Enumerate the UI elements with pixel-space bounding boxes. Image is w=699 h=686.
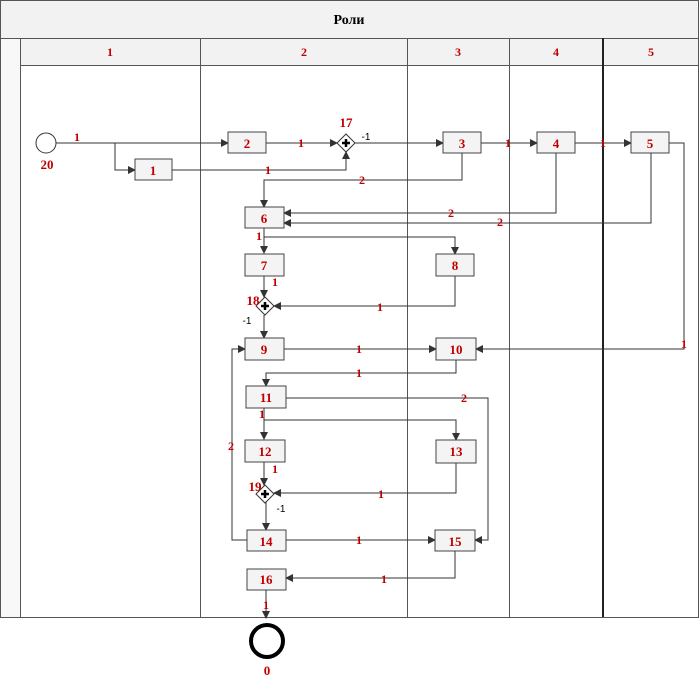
edges: [56, 139, 685, 619]
edge-b6-b8: [264, 236, 459, 255]
end-node[interactable]: [249, 623, 285, 659]
task-9-label: 9: [261, 342, 268, 357]
task-7-label: 7: [261, 258, 268, 273]
edge-label: 1: [356, 366, 362, 380]
plus-icon: [261, 302, 269, 310]
edge-b10-b11: [262, 360, 457, 387]
lane-header-bar: [20, 38, 699, 66]
task-10[interactable]: 10: [435, 337, 477, 361]
swimlane-frame: Роли 1 2 3 4 5: [0, 0, 699, 618]
edge-label: 1: [265, 163, 271, 177]
edge-b8-g18: [273, 276, 456, 310]
task-3[interactable]: 3: [442, 131, 482, 154]
task-8[interactable]: 8: [435, 253, 475, 277]
gateway-19-label: 19: [249, 479, 263, 494]
task-11[interactable]: 11: [245, 385, 287, 409]
nodes: 20 0 1 2 3 4 5 6 7 8 9 10 11 12 13 14 15…: [35, 115, 670, 678]
title-bar: [0, 0, 699, 39]
task-2-label: 2: [244, 136, 251, 151]
edge-labels: 1 1 1 1 1 2 2 2 1 1 1 1 1 1 2 1 1 1 2 1 …: [74, 130, 687, 612]
lane-header-5: 5: [648, 45, 654, 59]
edge-label: 2: [497, 215, 503, 229]
edge-b5-b6: [283, 153, 652, 227]
edge-label: 1: [298, 136, 304, 150]
edge-label: 1: [263, 598, 269, 612]
edge-b11-b13: [264, 419, 460, 441]
lane-header-2: 2: [301, 45, 307, 59]
task-4-label: 4: [553, 136, 560, 151]
lane-header-3: 3: [455, 45, 461, 59]
gateway-18-label: 18: [247, 293, 261, 308]
edge-label: 1: [505, 136, 511, 150]
task-12-label: 12: [259, 444, 272, 459]
task-15[interactable]: 15: [434, 529, 476, 552]
edge-label: 1: [377, 300, 383, 314]
gateway-17-label: 17: [340, 115, 354, 130]
end-node-label: 0: [264, 663, 271, 678]
plus-icon: [342, 139, 350, 147]
lane-header-1: 1: [107, 45, 113, 59]
edge-b1-g17: [172, 151, 350, 171]
gateway-17-count: -1: [362, 132, 371, 143]
edge-b4-b6: [283, 153, 557, 217]
task-5-label: 5: [647, 136, 654, 151]
task-5[interactable]: 5: [630, 131, 670, 154]
task-1[interactable]: 1: [134, 158, 173, 181]
edge-label: 1: [381, 572, 387, 586]
task-8-label: 8: [452, 258, 459, 273]
edge-label: 1: [74, 130, 80, 144]
edge-label: 2: [461, 391, 467, 405]
task-13[interactable]: 13: [435, 439, 477, 464]
gateway-18[interactable]: [255, 296, 275, 316]
edge-b13-g19: [273, 463, 457, 497]
start-node[interactable]: [35, 132, 57, 154]
gateway-17[interactable]: [336, 133, 356, 153]
lane-header-4: 4: [553, 45, 559, 59]
task-11-label: 11: [260, 390, 272, 405]
edge-label: 2: [228, 439, 234, 453]
edge-start-b1: [114, 143, 136, 174]
edge-b5-b10: [475, 142, 685, 353]
task-9[interactable]: 9: [244, 337, 285, 361]
task-4[interactable]: 4: [536, 131, 576, 154]
edge-b11-b15: [286, 397, 489, 544]
edge-b15-b16: [285, 551, 456, 582]
edge-label: 1: [378, 487, 384, 501]
edge-label: 1: [259, 407, 265, 421]
start-node-label: 20: [41, 157, 54, 172]
gateway-19[interactable]: [255, 484, 275, 504]
edge-label: 1: [272, 275, 278, 289]
gateway-19-count: -1: [277, 504, 286, 515]
task-12[interactable]: 12: [244, 439, 286, 463]
edge-label: 1: [681, 337, 687, 351]
task-13-label: 13: [450, 444, 464, 459]
edge-b14-b9: [231, 345, 247, 541]
edge-label: 2: [359, 173, 365, 187]
task-1-label: 1: [150, 163, 157, 178]
task-10-label: 10: [450, 342, 463, 357]
task-15-label: 15: [449, 534, 463, 549]
edge-b3-b6: [260, 153, 463, 208]
plus-icon: [261, 490, 269, 498]
task-14[interactable]: 14: [246, 529, 287, 552]
edge-label: 1: [600, 136, 606, 150]
diagram-title: Роли: [334, 13, 365, 28]
task-7[interactable]: 7: [244, 253, 285, 277]
edge-label: 1: [256, 229, 262, 243]
gateway-18-count: -1: [243, 316, 252, 327]
task-16[interactable]: 16: [246, 568, 287, 591]
edge-label: 1: [356, 533, 362, 547]
edge-label: 1: [356, 342, 362, 356]
task-14-label: 14: [260, 534, 274, 549]
lane-side-bar: [0, 38, 21, 618]
task-16-label: 16: [260, 572, 274, 587]
task-6-label: 6: [261, 211, 268, 226]
task-6[interactable]: 6: [244, 206, 285, 229]
edge-label: 2: [448, 206, 454, 220]
task-2[interactable]: 2: [227, 131, 267, 154]
edge-label: 1: [272, 462, 278, 476]
task-3-label: 3: [459, 136, 466, 151]
